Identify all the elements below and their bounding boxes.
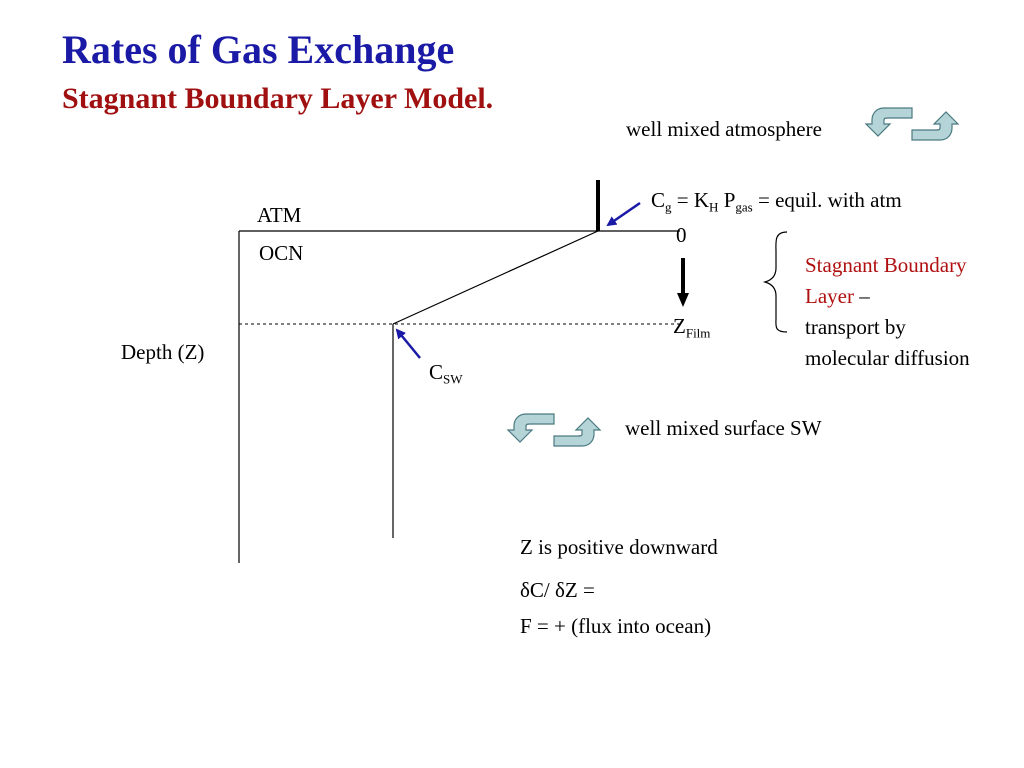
csw-pointer-arrow [395, 328, 421, 359]
sbl-layer-word: Layer [805, 284, 854, 308]
atm-mixing-arrows [864, 107, 960, 141]
concentration-gradient [392, 230, 599, 325]
eq-p: P [718, 188, 736, 212]
z-film-label: ZFilm [673, 314, 710, 340]
boundary-layer-description: Stagnant Boundary Layer – transport by m… [805, 250, 970, 374]
sbl-line-2: Layer – [805, 281, 970, 312]
csw-main: C [429, 360, 444, 384]
well-mixed-atmosphere-label: well mixed atmosphere [626, 117, 822, 141]
flux-expression: F = + (flux into ocean) [520, 614, 712, 638]
eq-c-sub: g [665, 199, 672, 215]
sbl-line-4: molecular diffusion [805, 346, 970, 370]
slide-subtitle: Stagnant Boundary Layer Model. [62, 82, 494, 115]
slide-title: Rates of Gas Exchange [62, 27, 455, 72]
eq-c: C [651, 188, 666, 212]
zero-depth-label: 0 [676, 223, 687, 247]
cg-pointer-arrow [606, 201, 641, 227]
ocn-label: OCN [259, 241, 304, 265]
sbl-line-1: Stagnant Boundary [805, 253, 967, 277]
sw-mixing-arrows [506, 413, 602, 447]
csw-sub: SW [443, 371, 463, 387]
eq-p-sub: gas [735, 199, 753, 215]
sbl-dash: – [853, 284, 870, 308]
equilibrium-equation: Cg = KH Pgas = equil. with atm [651, 188, 902, 214]
z-film-main: Z [673, 314, 686, 338]
boundary-brace [762, 231, 788, 333]
eq-rest: = equil. with atm [752, 188, 902, 212]
atm-label: ATM [257, 203, 302, 227]
eq-kh-sub: H [709, 199, 719, 215]
z-positive-note: Z is positive downward [520, 535, 718, 559]
csw-label: CSW [429, 360, 463, 386]
depth-label: Depth (Z) [121, 340, 205, 364]
well-mixed-sw-label: well mixed surface SW [625, 416, 822, 440]
sbl-line-3: transport by [805, 315, 906, 339]
z-film-sub: Film [685, 325, 711, 341]
gradient-expression: δC/ δZ = [520, 578, 595, 602]
eq-kh: = K [671, 188, 710, 212]
